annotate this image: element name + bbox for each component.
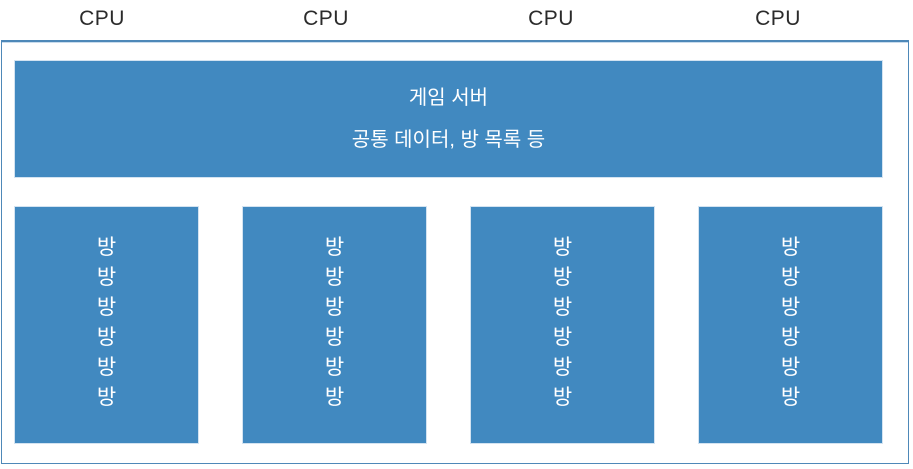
cpu-label-row: CPU CPU CPU CPU <box>0 0 913 40</box>
room-label: 방 <box>552 236 573 259</box>
room-label: 방 <box>324 356 345 379</box>
room-label: 방 <box>96 266 117 289</box>
room-label: 방 <box>552 326 573 349</box>
room-label: 방 <box>324 266 345 289</box>
room-label: 방 <box>324 236 345 259</box>
room-label: 방 <box>96 296 117 319</box>
room-label: 방 <box>780 356 801 379</box>
room-label: 방 <box>780 386 801 409</box>
room-label: 방 <box>552 356 573 379</box>
game-server-block: 게임 서버 공통 데이터, 방 목록 등 <box>14 60 883 178</box>
cpu-label-2: CPU <box>303 7 349 30</box>
game-server-subtitle: 공통 데이터, 방 목록 등 <box>351 129 546 151</box>
room-label: 방 <box>96 356 117 379</box>
cpu-label-3: CPU <box>528 7 574 30</box>
room-label: 방 <box>96 386 117 409</box>
room-label: 방 <box>552 296 573 319</box>
room-label: 방 <box>324 326 345 349</box>
room-label: 방 <box>780 296 801 319</box>
room-label: 방 <box>780 236 801 259</box>
room-label: 방 <box>324 296 345 319</box>
room-label: 방 <box>96 326 117 349</box>
room-label: 방 <box>96 236 117 259</box>
room-label: 방 <box>552 266 573 289</box>
room-label: 방 <box>780 266 801 289</box>
cpu-label-4: CPU <box>755 7 801 30</box>
game-server-title: 게임 서버 <box>408 87 489 109</box>
cpu-label-1: CPU <box>79 7 125 30</box>
room-label: 방 <box>552 386 573 409</box>
room-label: 방 <box>324 386 345 409</box>
room-label: 방 <box>780 326 801 349</box>
